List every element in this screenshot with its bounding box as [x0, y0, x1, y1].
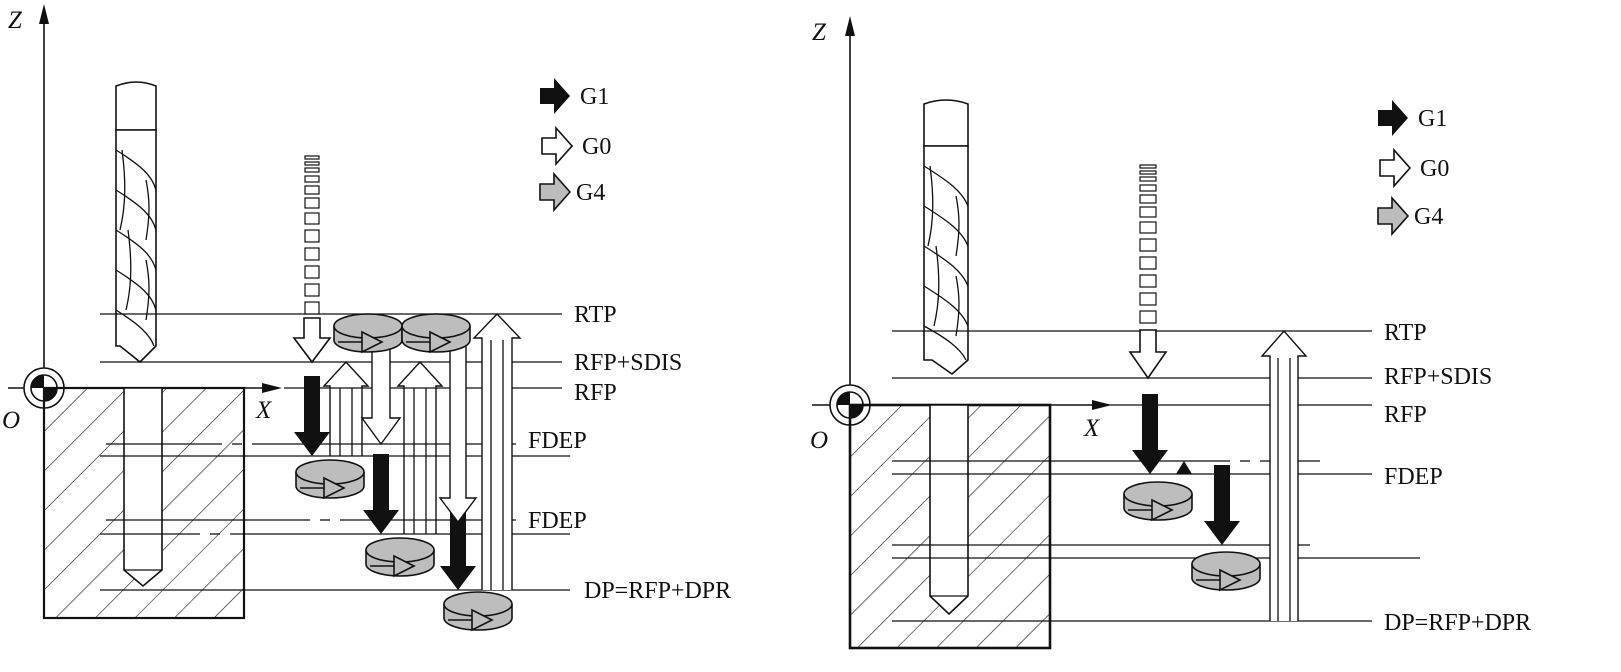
left-rapid-moves — [322, 312, 522, 590]
right-z-axis-label: Z — [812, 19, 827, 46]
left-legend-g4: G4 — [576, 180, 605, 206]
left-z-axis: Z — [8, 4, 49, 388]
right-z-axis: Z — [812, 16, 855, 405]
right-legend-g1: G1 — [1418, 106, 1447, 132]
feed-arrow-icon — [1378, 100, 1408, 136]
axis-arrow-icon — [845, 16, 855, 36]
left-level-rtp: RTP — [574, 302, 617, 328]
left-level-rfp-sdis: RFP+SDIS — [574, 350, 682, 376]
axis-arrow-icon — [39, 4, 49, 24]
left-workpiece — [42, 386, 246, 620]
left-diagram: Z X O — [2, 4, 731, 631]
rapid-arrow-icon — [292, 317, 332, 364]
feed-arrow-icon — [1132, 394, 1168, 474]
dwell-disc-icon — [443, 591, 513, 631]
dwell-arrow-icon — [1377, 195, 1410, 237]
left-legend-g0: G0 — [582, 134, 611, 160]
right-x-axis-label: X — [1083, 415, 1101, 442]
rapid-arrow-icon — [541, 125, 574, 167]
right-workpiece — [848, 403, 1052, 650]
chip-break-marker — [1176, 461, 1192, 474]
left-legend-g1: G1 — [580, 84, 609, 110]
right-origin-label: O — [810, 427, 828, 454]
right-level-fdep: FDEP — [1384, 464, 1443, 490]
left-origin-label: O — [2, 407, 20, 434]
dwell-arrow-icon — [539, 171, 572, 213]
right-approach-trail — [1139, 164, 1157, 324]
right-level-rfp: RFP — [1384, 402, 1427, 428]
left-level-fdep-1: FDEP — [528, 428, 587, 454]
rapid-arrow-icon — [1128, 329, 1168, 380]
right-legend: G1 G0 G4 — [1377, 100, 1449, 237]
drill-bit-icon — [923, 99, 969, 376]
rapid-arrow-icon — [1260, 329, 1308, 621]
dwell-disc-icon — [333, 313, 403, 353]
dwell-disc-icon — [295, 459, 365, 499]
dwell-disc-icon — [401, 313, 471, 353]
right-level-rtp: RTP — [1384, 320, 1427, 346]
drill-bit-icon — [115, 81, 157, 364]
left-x-axis-label: X — [255, 397, 273, 424]
right-level-rfp-sdis: RFP+SDIS — [1384, 364, 1492, 390]
right-diagram: Z X O — [810, 16, 1531, 650]
left-approach-trail — [304, 155, 320, 315]
dwell-disc-icon — [1123, 481, 1193, 521]
left-level-fdep-2: FDEP — [528, 508, 587, 534]
right-legend-g4: G4 — [1414, 204, 1443, 230]
rapid-arrow-icon — [1379, 147, 1412, 189]
feed-arrow-icon — [540, 78, 570, 114]
left-level-rfp: RFP — [574, 380, 617, 406]
dwell-disc-icon — [1191, 551, 1261, 591]
left-z-axis-label: Z — [8, 7, 23, 34]
feed-arrow-icon — [363, 454, 399, 534]
left-legend: G1 G0 G4 — [539, 78, 611, 213]
dwell-disc-icon — [365, 537, 435, 577]
feed-arrow-icon — [1204, 465, 1240, 545]
right-level-dp: DP=RFP+DPR — [1384, 610, 1531, 636]
left-level-dp: DP=RFP+DPR — [584, 578, 731, 604]
axis-arrow-icon — [262, 383, 282, 393]
right-legend-g0: G0 — [1420, 156, 1449, 182]
